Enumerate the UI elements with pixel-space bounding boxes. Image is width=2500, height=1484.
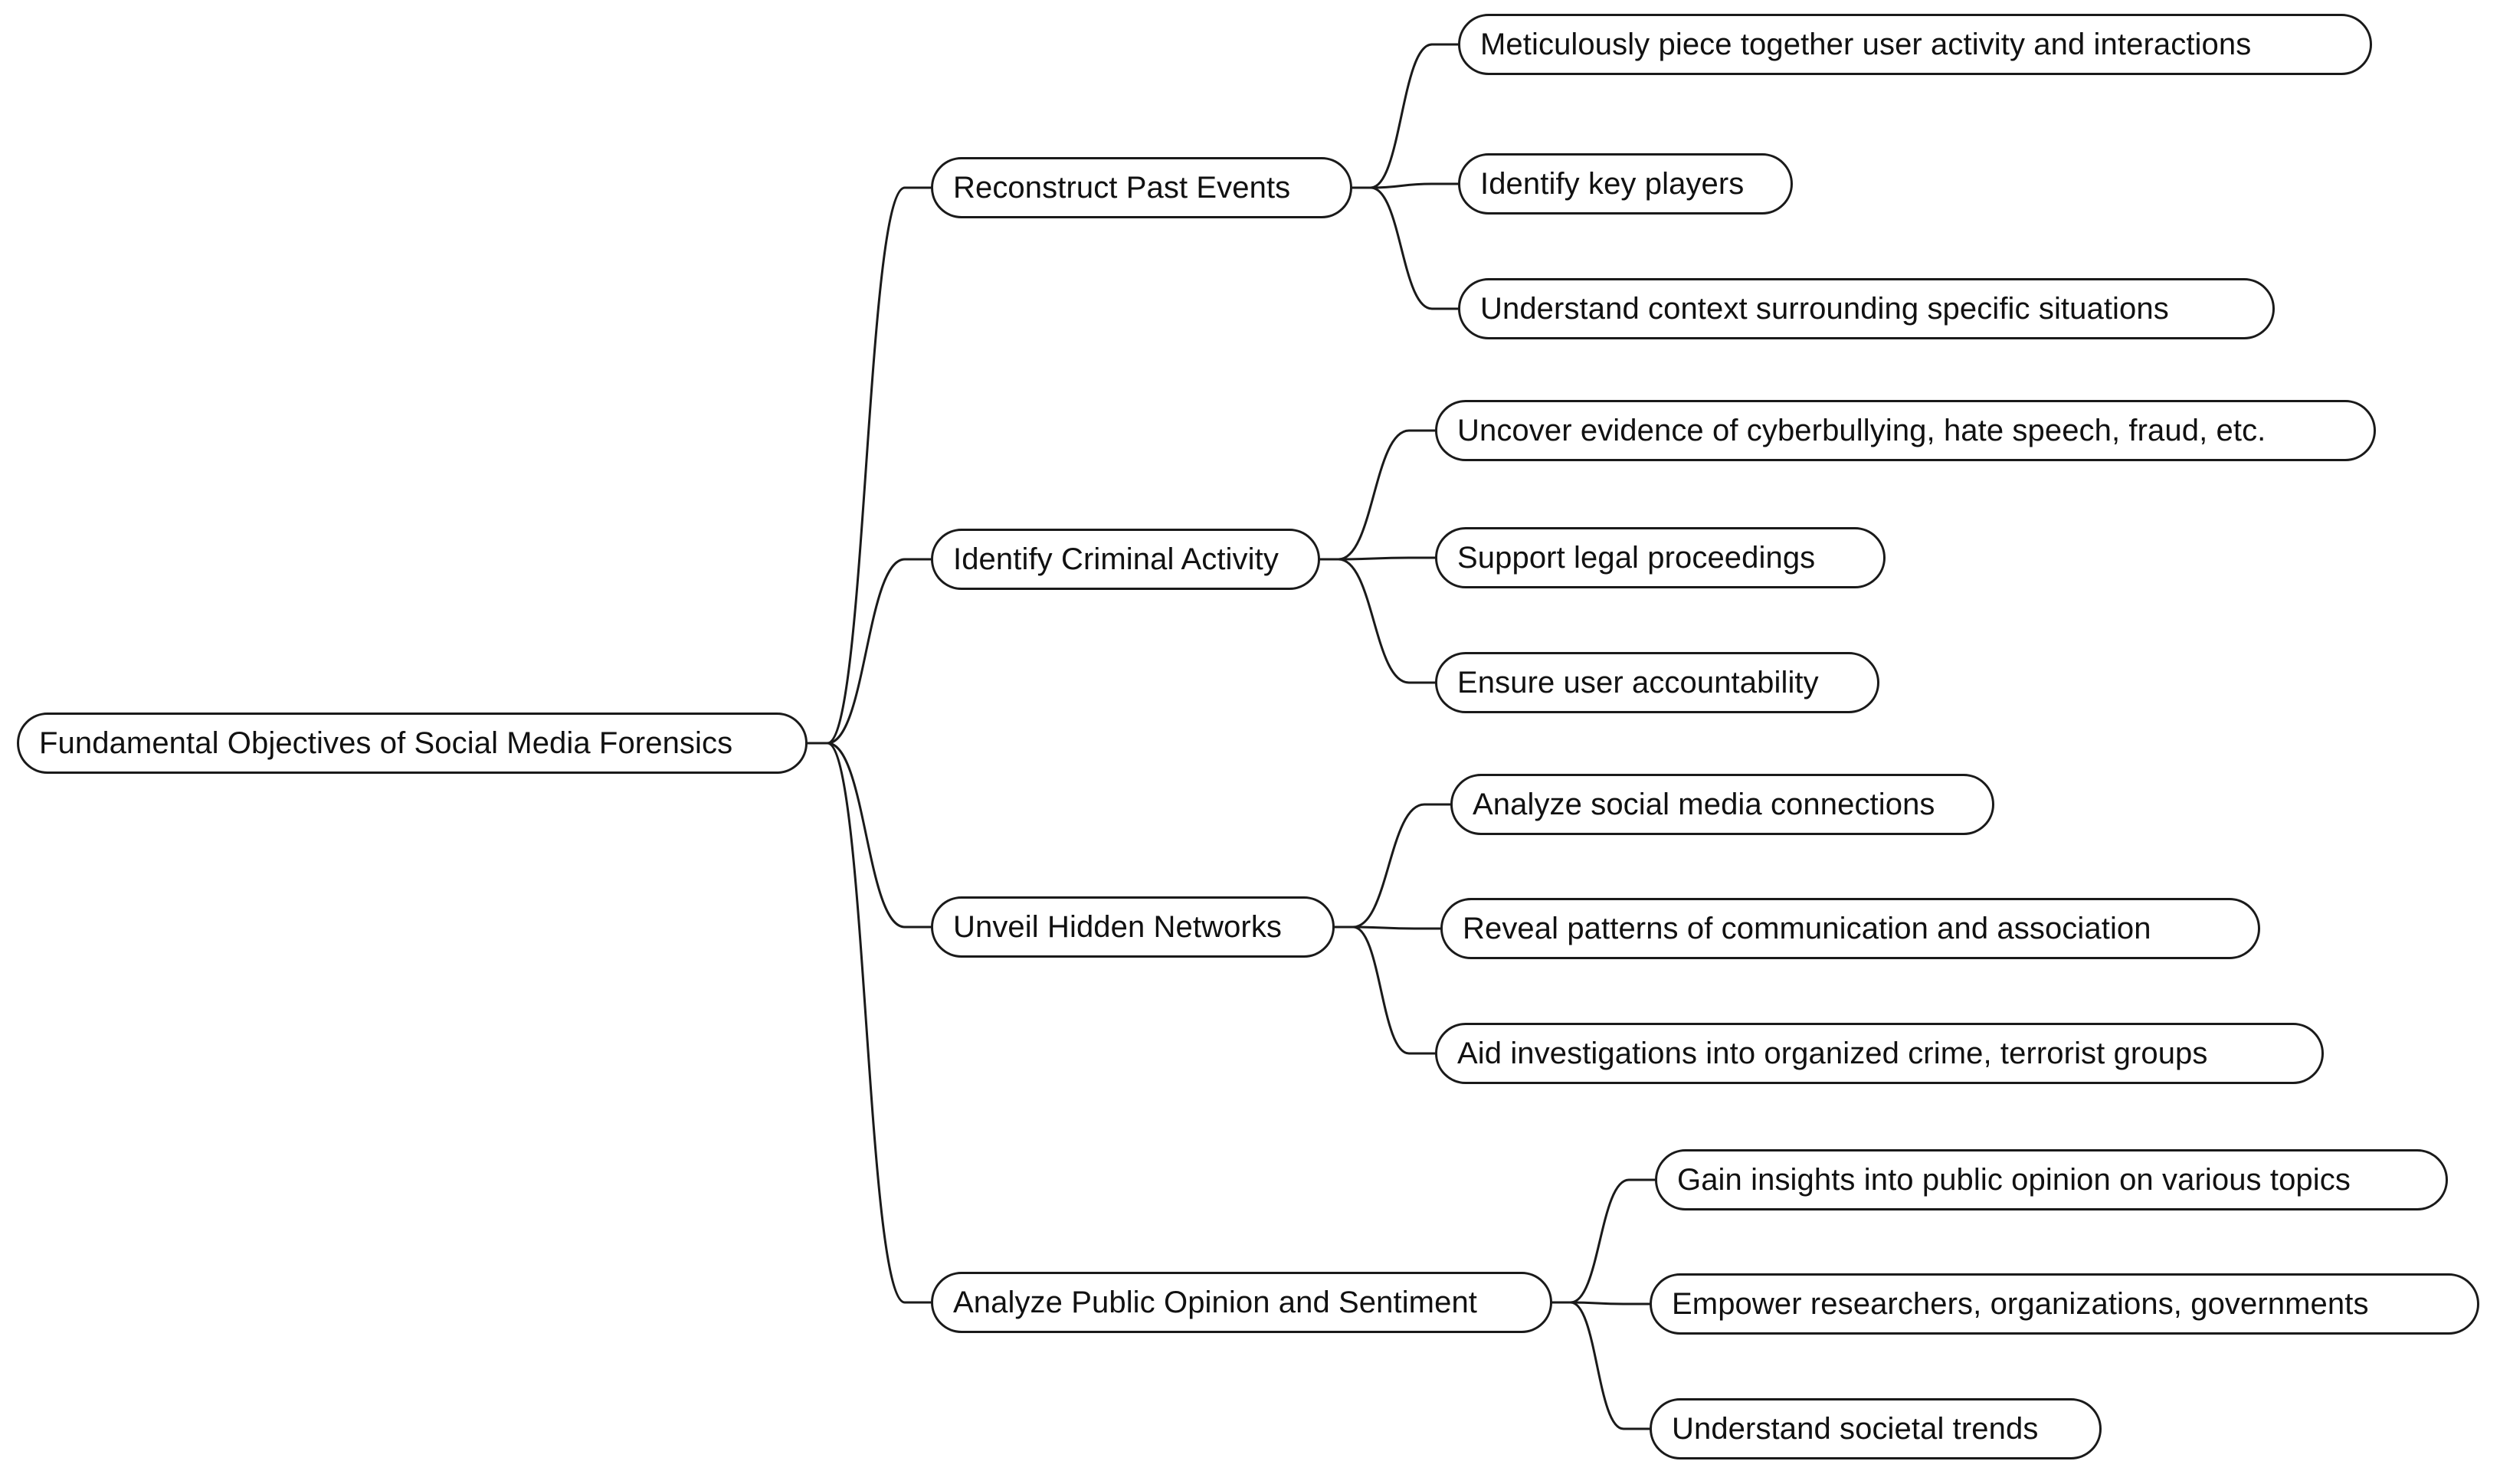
leaf-node-label: Uncover evidence of cyberbullying, hate … [1457,414,2266,447]
root-node[interactable]: Fundamental Objectives of Social Media F… [17,713,808,774]
leaf-node-label: Gain insights into public opinion on var… [1677,1163,2351,1197]
edge-node-b2-to-node-b2-c1 [1333,925,1442,930]
leaf-node-empower-researchers[interactable]: Empower researchers, organizations, gove… [1650,1273,2479,1335]
leaf-node-support-legal-proceedings[interactable]: Support legal proceedings [1435,527,1886,588]
leaf-node-aid-investigations[interactable]: Aid investigations into organized crime,… [1435,1023,2324,1084]
leaf-node-understand-societal-trends[interactable]: Understand societal trends [1650,1398,2102,1459]
leaf-node-ensure-user-accountability[interactable]: Ensure user accountability [1435,652,1879,713]
leaf-node-label: Identify key players [1480,167,1745,201]
edge-node-root-to-node-b0 [806,186,932,745]
branch-node-label: Reconstruct Past Events [953,171,1291,205]
leaf-node-reveal-patterns[interactable]: Reveal patterns of communication and ass… [1440,898,2260,959]
leaf-node-label: Support legal proceedings [1457,541,1816,575]
leaf-node-uncover-evidence[interactable]: Uncover evidence of cyberbullying, hate … [1435,400,2376,461]
branch-node-analyze-public-opinion-and-sentiment[interactable]: Analyze Public Opinion and Sentiment [931,1272,1552,1333]
leaf-node-understand-context[interactable]: Understand context surrounding specific … [1458,278,2275,339]
leaf-node-gain-insights[interactable]: Gain insights into public opinion on var… [1655,1149,2448,1210]
leaf-node-label: Reveal patterns of communication and ass… [1463,912,2151,945]
leaf-node-label: Aid investigations into organized crime,… [1457,1037,2208,1070]
edge-node-root-to-node-b2 [806,742,932,929]
edge-node-b1-to-node-b1-c2 [1319,558,1437,684]
root-node-label: Fundamental Objectives of Social Media F… [39,726,733,760]
edge-node-b1-to-node-b1-c1 [1319,556,1437,561]
edge-node-b2-to-node-b2-c2 [1333,925,1437,1055]
branch-node-label: Analyze Public Opinion and Sentiment [953,1286,1478,1319]
edge-node-b0-to-node-b0-c0 [1351,43,1460,189]
edge-node-b3-to-node-b3-c2 [1551,1301,1651,1430]
leaf-node-label: Meticulously piece together user activit… [1480,28,2252,61]
edge-node-b0-to-node-b0-c2 [1351,186,1460,310]
leaf-node-label: Empower researchers, organizations, gove… [1672,1287,2369,1321]
edge-node-b1-to-node-b1-c0 [1319,429,1437,561]
leaf-node-label: Ensure user accountability [1457,666,1819,699]
branch-node-label: Identify Criminal Activity [953,542,1279,576]
edge-node-b3-to-node-b3-c1 [1551,1301,1651,1305]
edge-node-root-to-node-b3 [806,742,932,1304]
leaf-node-label: Understand context surrounding specific … [1480,292,2169,326]
leaf-node-label: Analyze social media connections [1473,788,1935,821]
edge-node-b2-to-node-b2-c0 [1333,803,1452,929]
edge-node-b3-to-node-b3-c0 [1551,1178,1656,1304]
branch-node-reconstruct-past-events[interactable]: Reconstruct Past Events [931,157,1352,218]
edge-node-b0-to-node-b0-c1 [1351,182,1460,189]
edge-node-root-to-node-b1 [806,558,932,745]
leaf-node-meticulously-piece-together[interactable]: Meticulously piece together user activit… [1458,14,2372,75]
branch-node-label: Unveil Hidden Networks [953,910,1283,944]
branch-node-unveil-hidden-networks[interactable]: Unveil Hidden Networks [931,896,1335,958]
leaf-node-identify-key-players[interactable]: Identify key players [1458,153,1793,215]
branch-node-identify-criminal-activity[interactable]: Identify Criminal Activity [931,529,1320,590]
leaf-node-label: Understand societal trends [1672,1412,2039,1446]
leaf-node-analyze-social-media-connections[interactable]: Analyze social media connections [1450,774,1994,835]
